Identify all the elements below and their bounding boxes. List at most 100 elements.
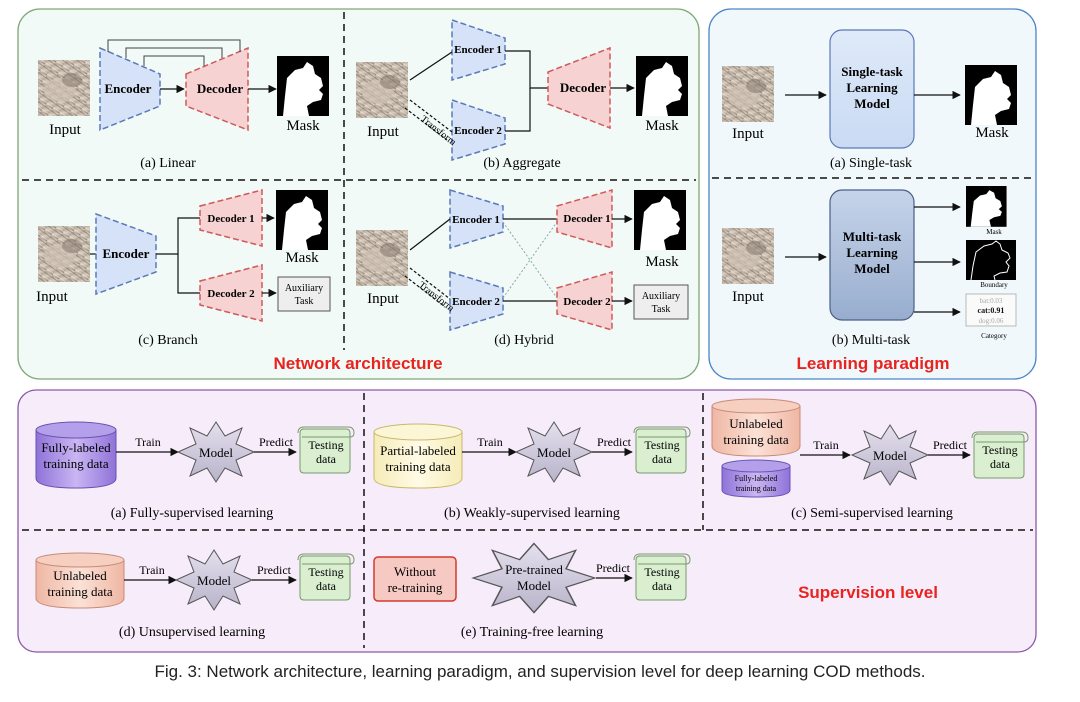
encoder1-block — [449, 188, 504, 250]
title-learning-paradigm: Learning paradigm — [796, 354, 949, 373]
diagram-single-task: Input Single-task Learning Model Mask (a… — [722, 29, 1017, 171]
testing-line-2: data — [316, 579, 337, 593]
single-task-model-box — [829, 29, 915, 149]
input-label: Input — [36, 289, 68, 305]
caption-branch: (c) Branch — [138, 333, 197, 348]
output-label: Mask — [286, 118, 320, 134]
mask-image — [966, 186, 1007, 227]
testing-line-1: Testing — [982, 443, 1017, 457]
decoder2-label: Decoder 2 — [207, 288, 255, 300]
mask-image — [636, 56, 688, 116]
encoder1-label: Encoder 1 — [454, 44, 502, 56]
category-line-2: cat:0.91 — [978, 306, 1005, 315]
data-line-1: Partial-labeled — [380, 443, 456, 458]
output-label: Mask — [645, 118, 679, 134]
caption-multi-task: (b) Multi-task — [832, 333, 910, 348]
auxiliary-task-box — [277, 276, 331, 312]
skip-connection — [107, 39, 241, 52]
decoder1-label: Decoder 1 — [207, 213, 254, 225]
decoder2-block — [556, 271, 613, 331]
model-line-1: Single-task — [841, 64, 903, 79]
model-label: Model — [197, 573, 231, 588]
encoder1-label: Encoder 1 — [452, 214, 500, 226]
diagram-branch: Input Encoder Decoder 1 Decoder 2 Mask A… — [36, 189, 331, 348]
encoder2-block — [451, 98, 506, 162]
mask-image — [277, 56, 329, 116]
encoder2-block — [449, 270, 504, 332]
diagram-fully-supervised: Fully-labeled training data Train Model … — [35, 421, 355, 521]
category-label: Category — [981, 332, 1007, 340]
caption-training-free: (e) Training-free learning — [461, 625, 603, 640]
caption-weakly: (b) Weakly-supervised learning — [444, 506, 620, 521]
decoder-label: Decoder — [197, 81, 243, 96]
diagram-weakly-supervised: Partial-labeled training data Train Mode… — [373, 421, 691, 521]
decoder-label: Decoder — [560, 80, 606, 95]
model-label: Model — [873, 448, 907, 463]
model-line-3: Model — [854, 261, 890, 276]
output-label: Mask — [975, 125, 1009, 141]
aux-line-1: Auxiliary — [642, 291, 680, 302]
decoder1-block — [199, 189, 263, 247]
model-label: Model — [537, 445, 571, 460]
mask-image — [276, 190, 328, 250]
decoder-block — [547, 46, 611, 130]
input-image — [722, 228, 774, 284]
category-box — [965, 293, 1017, 327]
data-line-1: Fully-labeled — [41, 440, 111, 455]
data-line-2: training data — [385, 459, 451, 474]
diagram-unsupervised: Unlabeled training data Train Model Pred… — [35, 549, 355, 640]
predict-label: Predict — [933, 438, 968, 452]
train-label: Train — [135, 435, 161, 449]
mask-image — [965, 65, 1017, 125]
input-label: Input — [367, 291, 399, 307]
testing-line-1: Testing — [644, 438, 679, 452]
model-line-2: Learning — [846, 80, 898, 95]
model-line-2: Model — [517, 578, 551, 593]
train-label: Train — [139, 563, 165, 577]
mask-label: Mask — [986, 228, 1002, 236]
decoder1-label: Decoder 1 — [563, 213, 610, 225]
title-network-architecture: Network architecture — [273, 354, 442, 373]
testing-line-1: Testing — [644, 565, 679, 579]
mask-image — [634, 190, 686, 250]
model-line-3: Model — [854, 96, 890, 111]
diagram-multi-task: Input Multi-task Learning Model Mask Bou… — [722, 186, 1017, 348]
figure-caption: Fig. 3: Network architecture, learning p… — [154, 662, 926, 681]
data-line-2: training data — [47, 584, 113, 599]
output-label: Mask — [645, 254, 679, 270]
title-supervision-level: Supervision level — [798, 583, 938, 602]
input-image — [356, 230, 408, 286]
decoder2-block — [199, 264, 263, 322]
caption-fully: (a) Fully-supervised learning — [111, 506, 274, 521]
testing-line-1: Testing — [308, 565, 343, 579]
data-line-2: training data — [43, 456, 109, 471]
encoder-block — [95, 212, 157, 296]
box-line-2: re-training — [388, 580, 443, 595]
caption-linear: (a) Linear — [140, 156, 196, 171]
encoder1-block — [451, 18, 506, 82]
data-line-2: training data — [723, 432, 789, 447]
input-image — [38, 226, 90, 282]
testing-line-2: data — [316, 452, 337, 466]
diagram-semi-supervised: Unlabeled training data Fully-labeled tr… — [711, 398, 1029, 521]
predict-label: Predict — [257, 563, 292, 577]
testing-line-2: data — [652, 452, 673, 466]
input-image — [722, 66, 774, 122]
input-label: Input — [367, 124, 399, 140]
encoder-label: Encoder — [103, 246, 150, 261]
aux-line-2: Task — [652, 304, 671, 315]
caption-hybrid: (d) Hybrid — [494, 333, 554, 348]
model-label: Model — [199, 445, 233, 460]
caption-single-task: (a) Single-task — [830, 156, 912, 171]
predict-label: Predict — [596, 561, 631, 575]
train-label: Train — [477, 435, 503, 449]
data2-line-1: Fully-labeled — [735, 474, 778, 483]
model-line-1: Pre-trained — [505, 562, 563, 577]
predict-label: Predict — [259, 435, 294, 449]
diagram-aggregate: Input Encoder 1 Encoder 2 Transform Deco… — [356, 18, 688, 171]
caption-unsupervised: (d) Unsupervised learning — [119, 625, 265, 640]
input-image — [38, 60, 90, 116]
category-line-1: bat:0.03 — [980, 297, 1003, 305]
decoder1-block — [556, 189, 613, 249]
model-line-1: Multi-task — [843, 229, 902, 244]
